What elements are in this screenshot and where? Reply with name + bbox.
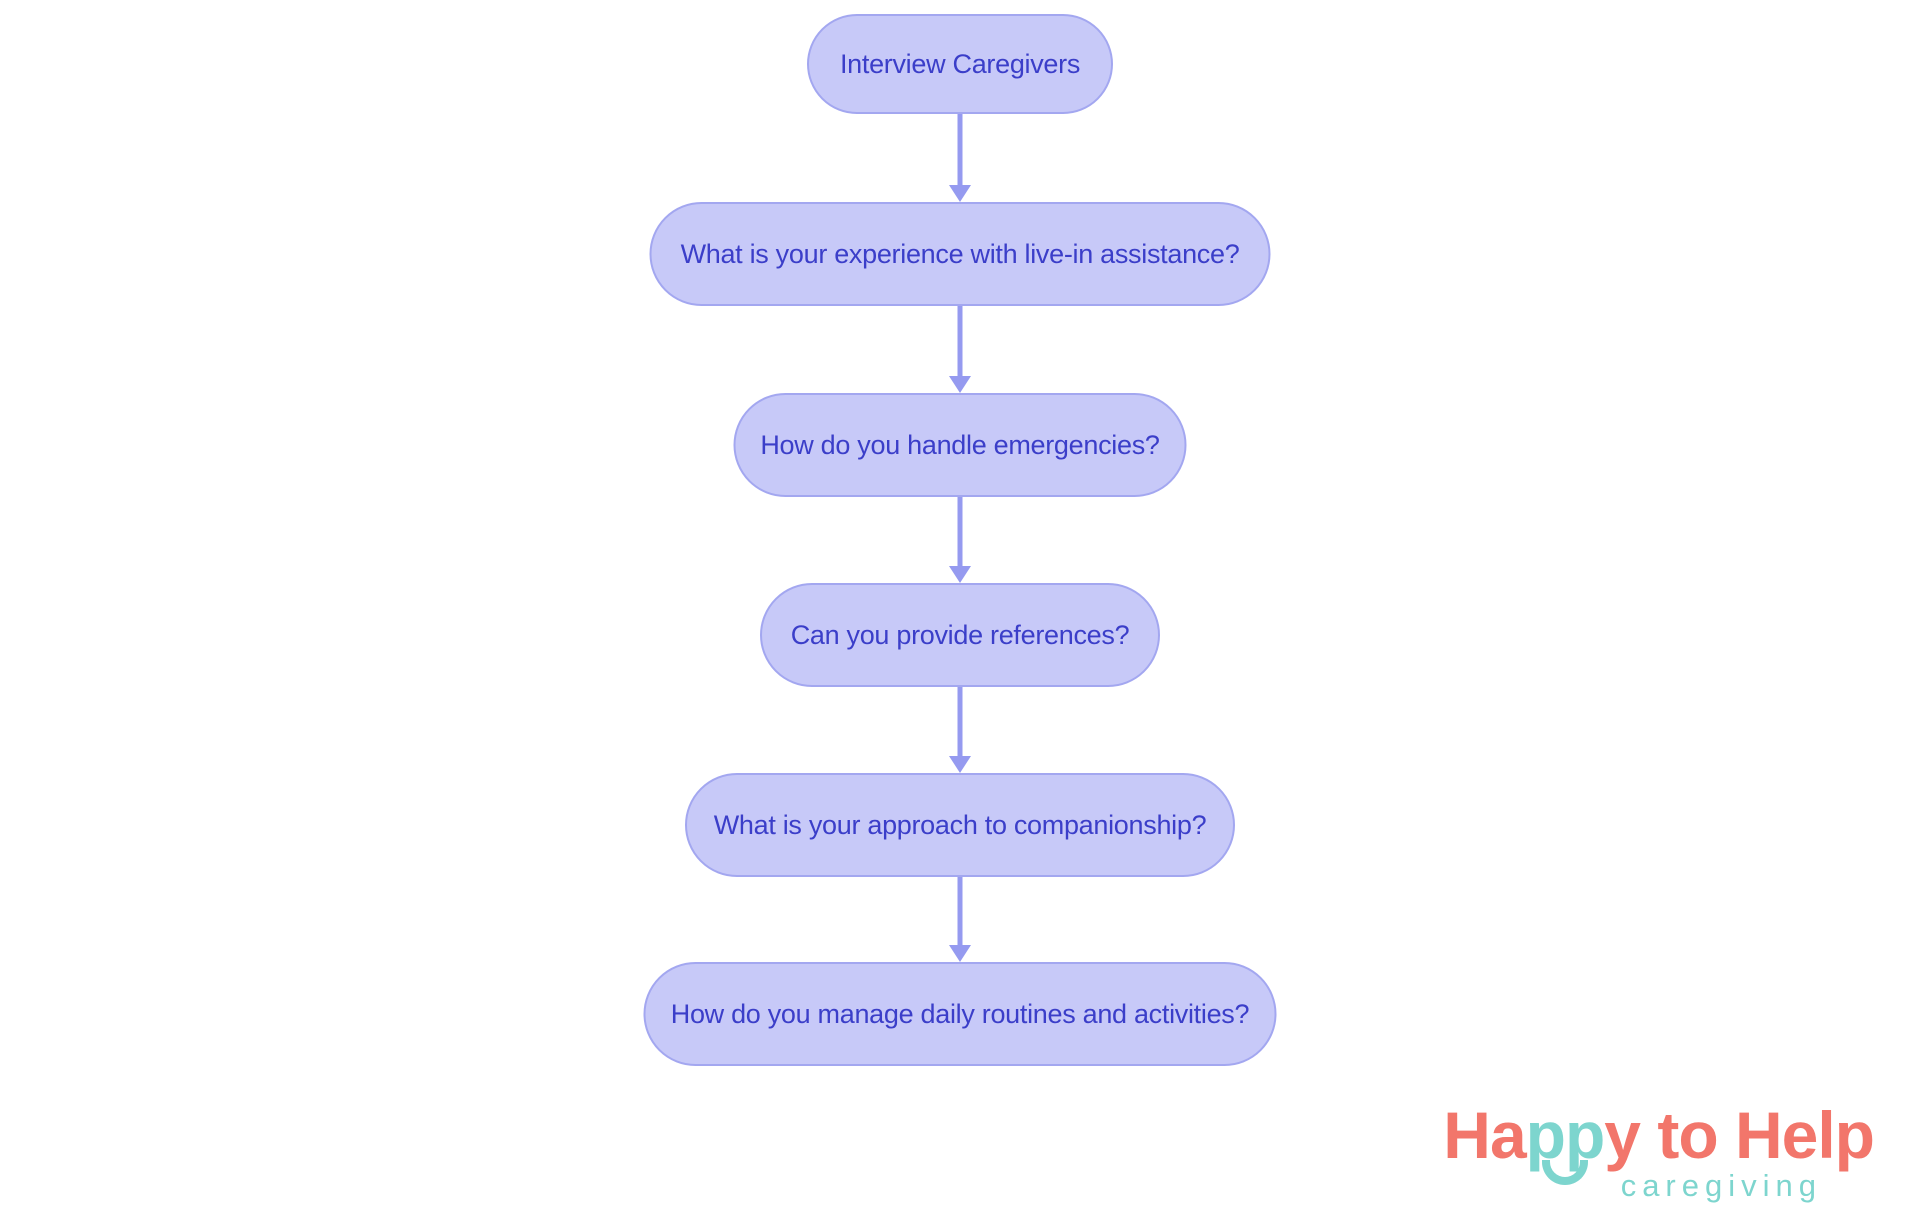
flow-node-daily-routines: How do you manage daily routines and act… (643, 962, 1277, 1066)
arrow-head (949, 945, 971, 962)
logo-pp-letters: pp (1525, 1098, 1606, 1172)
flow-node-interview-caregivers: Interview Caregivers (807, 14, 1113, 114)
logo-text-ha: Ha (1443, 1098, 1526, 1172)
arrow-down-icon (949, 497, 971, 583)
arrow-head (949, 376, 971, 393)
arrow-line (957, 687, 963, 758)
arrow-down-icon (949, 877, 971, 962)
flow-node-provide-references: Can you provide references? (760, 583, 1160, 687)
arrow-down-icon (949, 306, 971, 393)
arrow-down-icon (949, 114, 971, 202)
logo-text-y-to-help: y to Help (1604, 1098, 1875, 1172)
arrow-head (949, 756, 971, 773)
arrow-head (949, 185, 971, 202)
logo-tagline: caregiving (1620, 1168, 1822, 1203)
arrow-line (957, 877, 963, 947)
arrow-line (957, 306, 963, 378)
arrow-line (957, 497, 963, 568)
flow-node-experience-live-in: What is your experience with live-in ass… (649, 202, 1271, 306)
flow-node-handle-emergencies: How do you handle emergencies? (733, 393, 1187, 497)
flow-node-approach-companionship: What is your approach to companionship? (685, 773, 1235, 877)
smile-icon (1541, 1160, 1588, 1185)
arrow-down-icon (949, 687, 971, 773)
logo-text-pp: pp (1526, 1102, 1605, 1185)
arrow-head (949, 566, 971, 583)
arrow-line (957, 114, 963, 187)
